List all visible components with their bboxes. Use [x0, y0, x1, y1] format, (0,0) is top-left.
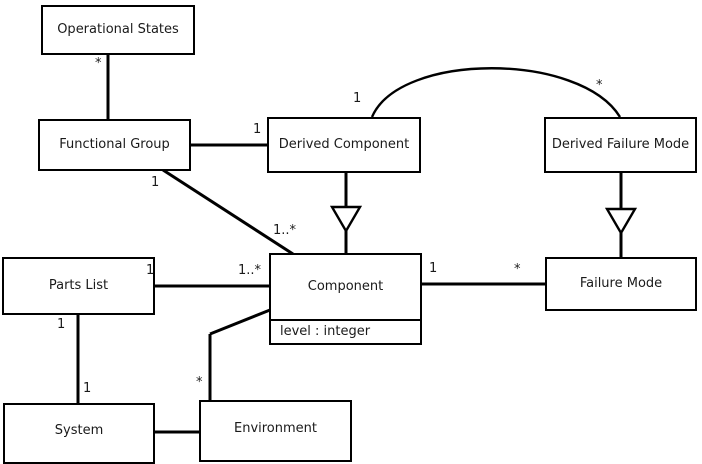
- class-name-failure-mode: Failure Mode: [579, 276, 663, 292]
- generalization-triangle-component: [329, 205, 363, 234]
- uml-class-component[interactable]: Component level : integer: [269, 253, 422, 345]
- multiplicity-operational-states-functional-group: *: [95, 56, 102, 71]
- multiplicity-parts-list-system-bottom: 1: [83, 381, 92, 396]
- multiplicity-environment-component: *: [196, 375, 203, 390]
- uml-class-environment[interactable]: Environment: [199, 400, 352, 462]
- uml-class-system[interactable]: System: [3, 403, 155, 464]
- uml-class-failure-mode[interactable]: Failure Mode: [545, 257, 697, 311]
- uml-class-operational-states[interactable]: Operational States: [41, 5, 195, 55]
- multiplicity-parts-list-component-target: 1..*: [238, 263, 262, 278]
- multiplicity-parts-list-system-top: 1: [57, 317, 66, 332]
- class-name-operational-states: Operational States: [57, 22, 179, 38]
- class-name-functional-group: Functional Group: [59, 137, 170, 153]
- class-name-environment: Environment: [233, 421, 317, 437]
- class-name-derived-failure-mode: Derived Failure Mode: [551, 137, 690, 153]
- class-attribute-component-level: level : integer: [271, 319, 420, 343]
- multiplicity-component-failure-mode-target: *: [514, 262, 521, 277]
- uml-class-derived-failure-mode[interactable]: Derived Failure Mode: [544, 117, 697, 173]
- uml-class-functional-group[interactable]: Functional Group: [38, 119, 191, 171]
- edge-derived-component-derived-failure-mode: [370, 67, 622, 118]
- edge-environment-component-diagonal: [209, 308, 271, 336]
- multiplicity-derived-failure-mode-arc-target: *: [596, 78, 603, 93]
- class-name-derived-component: Derived Component: [278, 137, 410, 153]
- uml-class-derived-component[interactable]: Derived Component: [267, 117, 421, 173]
- multiplicity-functional-group-derived-component: 1: [253, 122, 262, 137]
- class-name-parts-list: Parts List: [48, 278, 109, 294]
- edge-functional-group-component: [162, 168, 294, 256]
- multiplicity-functional-group-component-source: 1: [151, 175, 160, 190]
- multiplicity-parts-list-component-source: 1: [146, 263, 155, 278]
- class-name-system: System: [54, 422, 104, 438]
- generalization-triangle-failure-mode: [604, 207, 638, 236]
- multiplicity-component-failure-mode-source: 1: [429, 261, 438, 276]
- multiplicity-functional-group-component-target: 1..*: [273, 223, 297, 238]
- multiplicity-derived-component-arc-source: 1: [353, 91, 362, 106]
- class-name-component: Component: [307, 279, 384, 295]
- uml-class-parts-list[interactable]: Parts List: [2, 257, 155, 315]
